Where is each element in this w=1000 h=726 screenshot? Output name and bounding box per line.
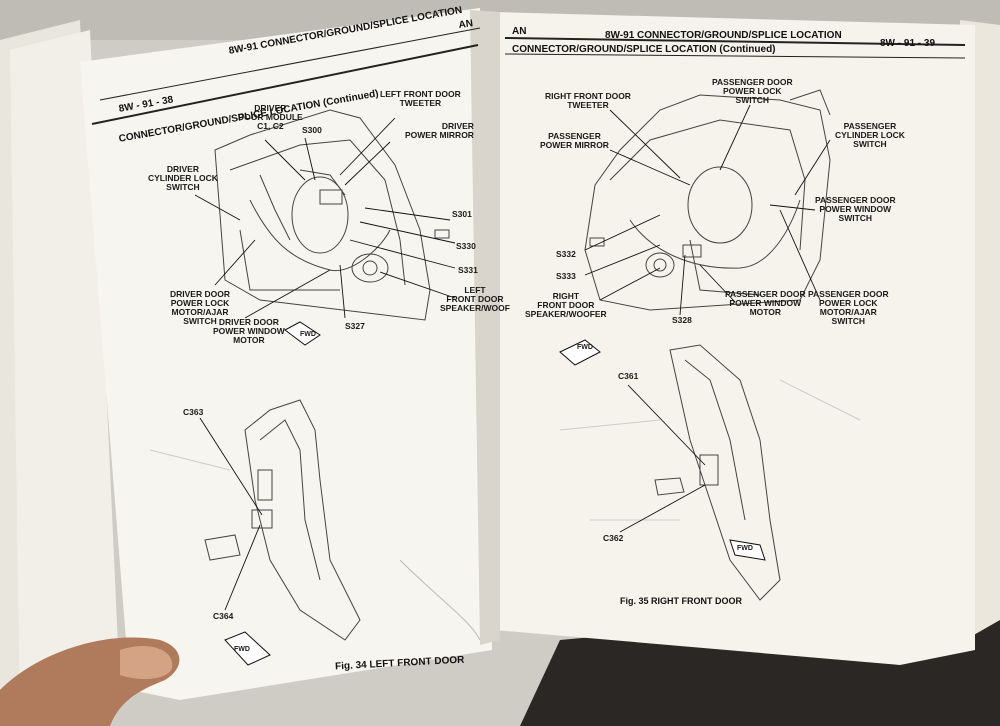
label-left-woofer: LEFT FRONT DOOR SPEAKER/WOOF <box>440 285 510 313</box>
right-section-title: CONNECTOR/GROUND/SPLICE LOCATION (Contin… <box>512 44 776 55</box>
right-leader-lines <box>584 104 831 533</box>
label-s330: S330 <box>456 241 476 251</box>
fwd-arrow-left-bottom <box>224 631 271 666</box>
right-page-number: 8W - 91 - 39 <box>880 38 936 49</box>
left-page <box>80 8 492 700</box>
label-s332: S332 <box>556 249 576 259</box>
label-driver-window-motor: DRIVER DOOR POWER WINDOW MOTOR <box>213 317 285 345</box>
right-lower-drawing <box>559 344 861 601</box>
label-s333: S333 <box>556 271 576 281</box>
right-door-drawing <box>584 89 831 311</box>
label-right-fwd: FWD <box>577 344 593 351</box>
label-pass-lock-switch: PASSENGER DOOR POWER LOCK SWITCH <box>712 77 793 105</box>
label-s301: S301 <box>452 209 472 219</box>
label-c361: C361 <box>618 371 639 381</box>
left-lower-drawing <box>149 399 481 641</box>
hand <box>0 637 180 726</box>
right-caption: Fig. 35 RIGHT FRONT DOOR <box>620 596 743 606</box>
label-pass-window-switch: PASSENGER DOOR POWER WINDOW SWITCH <box>815 195 896 223</box>
fwd-arrow-right-bottom <box>729 539 766 561</box>
label-c363: C363 <box>183 407 204 417</box>
left-leader-lines <box>194 117 456 611</box>
label-driver-lock-motor: DRIVER DOOR POWER LOCK MOTOR/AJAR SWITCH <box>170 289 230 326</box>
label-right-fwd-2: FWD <box>737 545 753 552</box>
label-pass-cylinder: PASSENGER CYLINDER LOCK SWITCH <box>835 121 905 149</box>
left-header-model: AN <box>458 18 474 31</box>
label-right-woofer: RIGHT FRONT DOOR SPEAKER/WOOFER <box>525 291 607 319</box>
label-pass-lock-motor: PASSENGER DOOR POWER LOCK MOTOR/AJAR SWI… <box>808 289 889 326</box>
label-left-fwd: FWD <box>300 331 316 338</box>
right-header-model: AN <box>512 26 527 37</box>
fwd-arrow-right-top <box>559 339 601 366</box>
label-right-tweeter: RIGHT FRONT DOOR TWEETER <box>545 91 631 110</box>
fwd-arrow-left-top <box>284 321 321 346</box>
label-pass-window-motor: PASSENGER DOOR POWER WINDOW MOTOR <box>725 289 806 317</box>
label-driver-cylinder: DRIVER CYLINDER LOCK SWITCH <box>148 164 218 192</box>
label-s328: S328 <box>672 315 692 325</box>
label-driver-door-module: DRIVER DOOR MODULE C1, C2 <box>238 103 303 131</box>
label-s331: S331 <box>458 265 478 275</box>
label-c364: C364 <box>213 611 234 621</box>
left-door-drawing <box>214 109 450 321</box>
label-s327: S327 <box>345 321 365 331</box>
label-c362: C362 <box>603 533 624 543</box>
label-left-fwd-2: FWD <box>234 646 250 653</box>
label-left-tweeter: LEFT FRONT DOOR TWEETER <box>380 89 461 108</box>
right-header-title: 8W-91 CONNECTOR/GROUND/SPLICE LOCATION <box>605 30 842 41</box>
label-driver-mirror: DRIVER POWER MIRROR <box>405 121 474 140</box>
label-s300: S300 <box>302 125 322 135</box>
label-pass-mirror: PASSENGER POWER MIRROR <box>540 131 609 150</box>
